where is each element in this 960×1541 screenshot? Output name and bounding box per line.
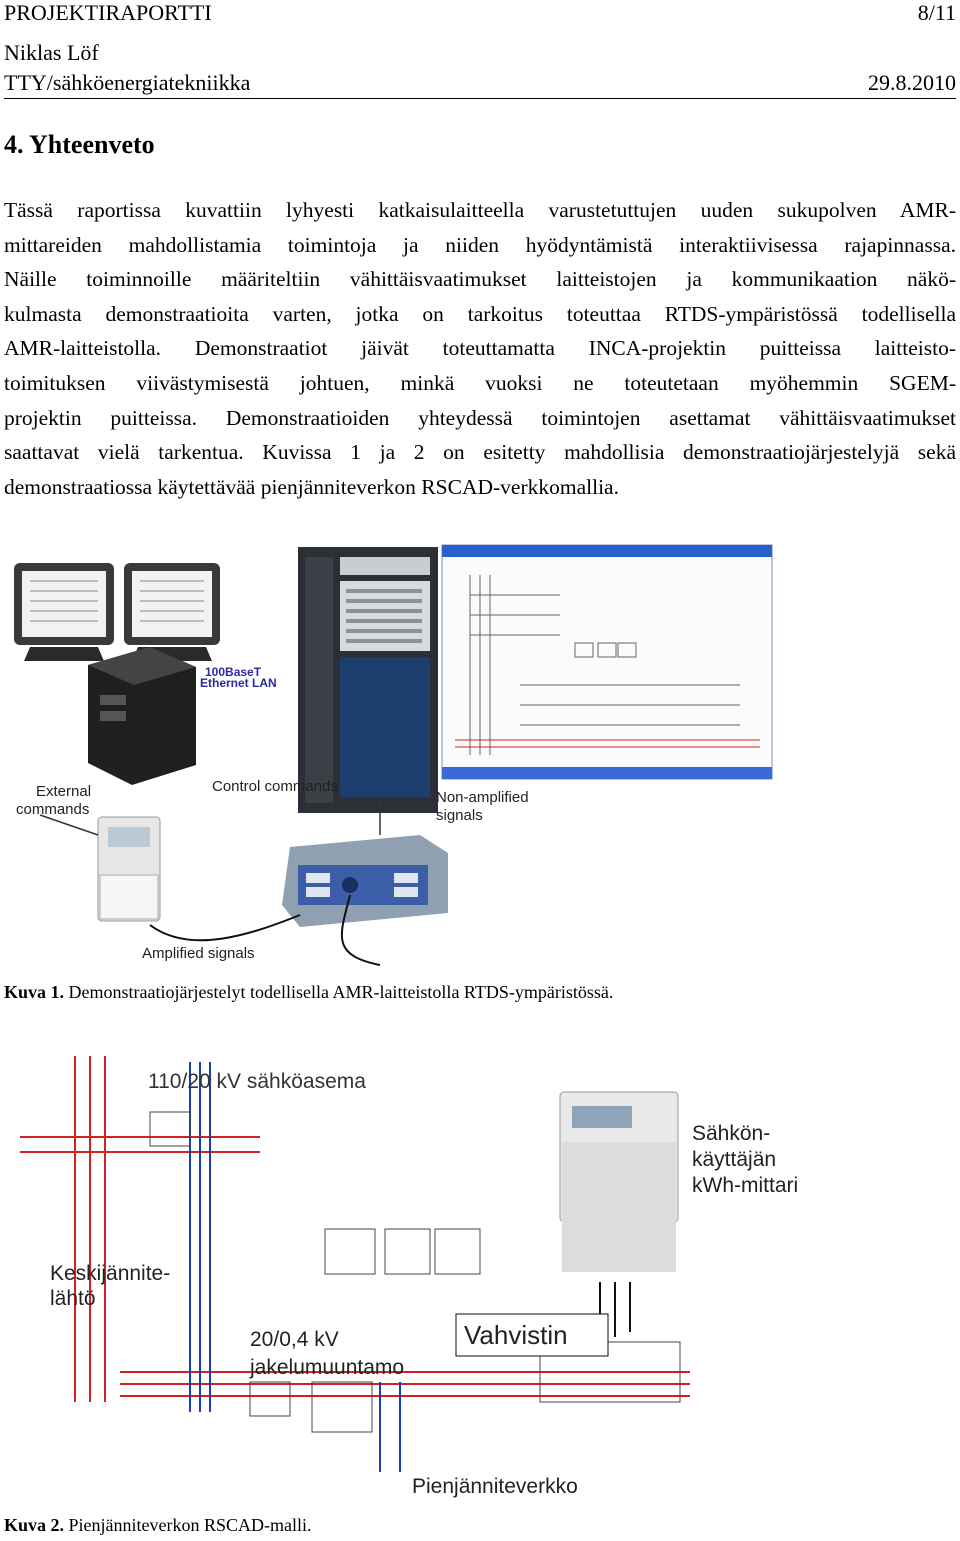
page-number: 8/11	[917, 0, 956, 25]
section-title: 4. Yhteenveto	[4, 130, 155, 159]
rscad-screen	[441, 544, 773, 780]
monitor-icon	[14, 563, 114, 661]
doc-type: PROJEKTIRAPORTTI	[4, 0, 212, 25]
computer-tower-icon	[88, 647, 196, 785]
lv-network-label: Pienjänniteverkko	[412, 1475, 578, 1498]
rtds-cabinet-icon	[298, 547, 438, 813]
control-commands-label: Control commands	[212, 778, 338, 795]
caption-label: Kuva 2.	[4, 1515, 65, 1535]
amplified-signals-label: Amplified signals	[142, 945, 255, 962]
paragraph-line: projektin puitteissa. Demonstraatioiden …	[4, 405, 956, 430]
header-row-3: TTY/sähköenergiatekniikka 29.8.2010	[4, 70, 956, 96]
department: TTY/sähköenergiatekniikka	[4, 70, 251, 95]
header-row-1: PROJEKTIRAPORTTI 8/11	[4, 0, 956, 26]
paragraph-line: saattavat vielä tarkentua. Kuvissa 1 ja …	[4, 440, 956, 465]
monitor-icon	[124, 563, 220, 661]
header-rule	[4, 98, 956, 99]
feeder-label: Keskijännite-lähtö	[50, 1262, 170, 1310]
caption-label: Kuva 1.	[4, 982, 65, 1002]
paragraph-line: demonstraatiossa käytettävää pienjännite…	[4, 474, 619, 499]
author: Niklas Löf	[4, 40, 99, 65]
header-row-2: Niklas Löf	[4, 40, 956, 66]
figure-2-caption: Kuva 2. Pienjänniteverkon RSCAD-malli.	[4, 1515, 312, 1536]
caption-text: Pienjänniteverkon RSCAD-malli.	[64, 1515, 312, 1535]
substation-label: 110/20 kV sähköasema	[148, 1070, 366, 1093]
paragraph-line: Näille toiminnoille määriteltiin vähittä…	[4, 267, 956, 292]
amplifier-label: Vahvistin	[464, 1320, 568, 1350]
amplifier-icon	[282, 835, 448, 927]
paragraph-line: AMR-laitteistolla. Demonstraatiot jäivät…	[4, 336, 956, 361]
date: 29.8.2010	[868, 70, 956, 95]
paragraph-line: Tässä raportissa kuvattiin lyhyesti katk…	[4, 198, 956, 222]
summary-paragraph: Tässä raportissa kuvattiin lyhyesti katk…	[4, 193, 956, 504]
kwh-meter-photo	[559, 1091, 679, 1337]
energy-meter-icon	[97, 816, 161, 922]
figure-1-caption: Kuva 1. Demonstraatiojärjestelyt todelli…	[4, 982, 613, 1003]
paragraph-line: toimituksen viivästymisestä johtuen, min…	[4, 370, 956, 395]
paragraph-line: kulmasta demonstraatioita varten, jotka …	[4, 301, 956, 326]
paragraph-line: mittareiden mahdollistamia toimintoja ja…	[4, 232, 956, 257]
caption-text: Demonstraatiojärjestelyt todellisella AM…	[64, 982, 614, 1002]
